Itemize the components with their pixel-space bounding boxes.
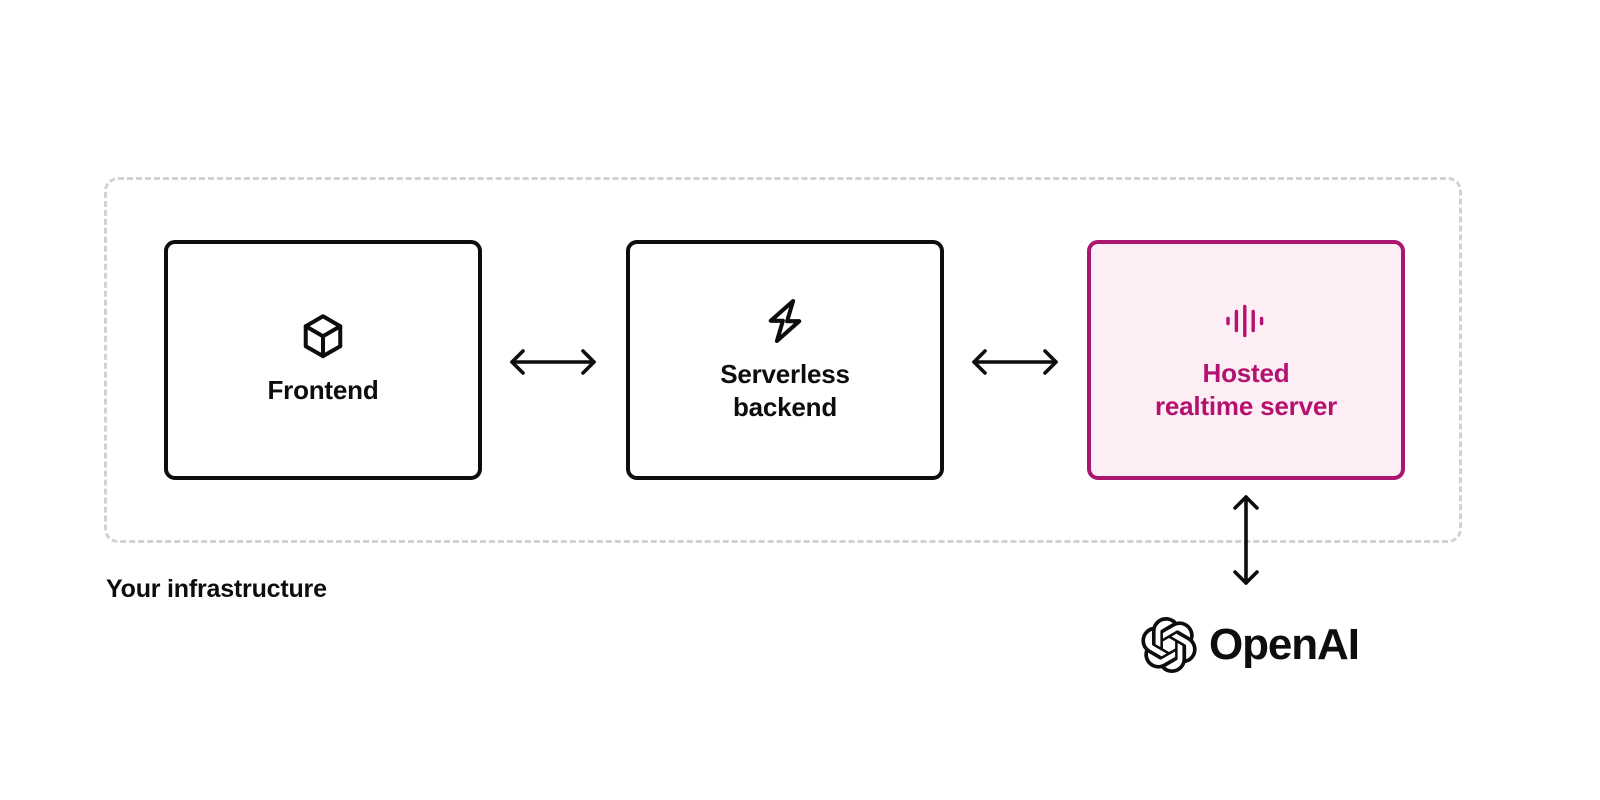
node-hosted-realtime-server-label: Hosted realtime server: [1154, 357, 1338, 421]
node-hosted-realtime-server[interactable]: Hosted realtime server: [1087, 240, 1405, 480]
your-infrastructure-label: Your infrastructure: [106, 575, 327, 603]
openai-logo-icon: [1141, 617, 1197, 674]
connector-frontend-to-backend: [505, 337, 601, 387]
cube-icon: [300, 312, 346, 362]
openai-wordmark: OpenAI: [1209, 620, 1360, 669]
your-infrastructure-container: [104, 177, 1462, 543]
openai-lockup: OpenAI: [1141, 617, 1360, 674]
audio-waveform-icon: [1222, 297, 1270, 345]
connector-hosted-to-openai: [1226, 490, 1266, 590]
node-serverless-backend[interactable]: Serverless backend: [626, 240, 944, 480]
zap-icon: [760, 296, 810, 346]
node-serverless-backend-label: Serverless backend: [720, 358, 850, 422]
node-frontend-label: Frontend: [267, 375, 379, 406]
node-frontend[interactable]: Frontend: [164, 240, 482, 480]
connector-backend-to-hosted: [967, 337, 1063, 387]
